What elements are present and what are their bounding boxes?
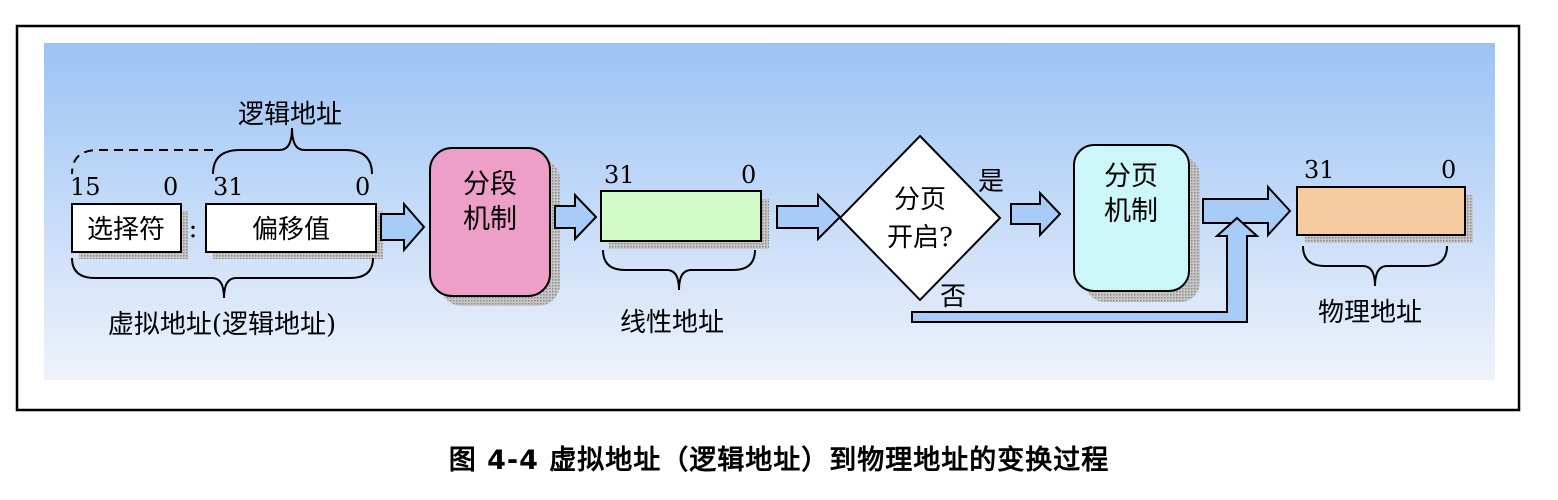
linear-address-caption: 线性地址	[620, 308, 724, 338]
paging-decision-line2: 开启?	[887, 223, 953, 253]
linear-bit-high: 31	[604, 161, 635, 189]
offset-label: 偏移值	[252, 215, 330, 245]
segmentation-box	[429, 147, 551, 297]
physical-address-brace	[1302, 245, 1448, 287]
paging-no-label: 否	[940, 282, 966, 312]
selector-box	[71, 203, 182, 253]
logical-address-label: 逻辑地址	[238, 100, 342, 130]
address-translation-diagram: 逻辑地址 15 0 31 0 选择符 : 偏移值 虚拟地址(逻辑地址) 分段 机…	[15, 24, 1521, 412]
arrow-to-linear-address	[554, 192, 598, 242]
paging-decision-line1: 分页	[894, 185, 946, 215]
arrow-to-physical-address	[1202, 184, 1292, 238]
linear-bit-low: 0	[741, 161, 756, 189]
selector-bit-high: 15	[70, 173, 101, 201]
offset-bit-low: 0	[355, 173, 370, 201]
offset-bit-high: 31	[213, 173, 244, 201]
arrow-to-segmentation	[380, 201, 426, 253]
physical-bit-high: 31	[1304, 156, 1335, 184]
selector-label: 选择符	[87, 215, 165, 245]
offset-box	[205, 203, 377, 253]
paging-label-line2: 机制	[1104, 196, 1158, 227]
physical-bit-low: 0	[1441, 156, 1456, 184]
paging-yes-label: 是	[978, 167, 1004, 197]
paging-label-line1: 分页	[1104, 161, 1158, 192]
linear-address-box	[600, 190, 762, 242]
segmentation-label-line2: 机制	[463, 204, 517, 235]
selector-dashed-brace	[71, 149, 213, 175]
segmentation-label-line1: 分段	[463, 169, 517, 200]
paging-box	[1073, 144, 1190, 292]
arrow-to-paging-decision	[776, 192, 842, 242]
arrow-to-paging	[1010, 190, 1062, 238]
physical-address-caption: 物理地址	[1318, 298, 1422, 328]
paging-decision-diamond	[838, 134, 1002, 302]
selector-bit-low: 0	[163, 173, 178, 201]
linear-address-brace	[602, 249, 756, 291]
virtual-address-caption: 虚拟地址(逻辑地址)	[108, 310, 336, 340]
virtual-address-brace	[71, 257, 374, 299]
address-separator: :	[189, 214, 198, 244]
paging-bypass-arrow	[911, 216, 1260, 323]
physical-address-box	[1296, 186, 1466, 236]
figure-caption: 图 4-4 虚拟地址（逻辑地址）到物理地址的变换过程	[448, 445, 1110, 476]
logical-address-brace	[212, 127, 373, 175]
